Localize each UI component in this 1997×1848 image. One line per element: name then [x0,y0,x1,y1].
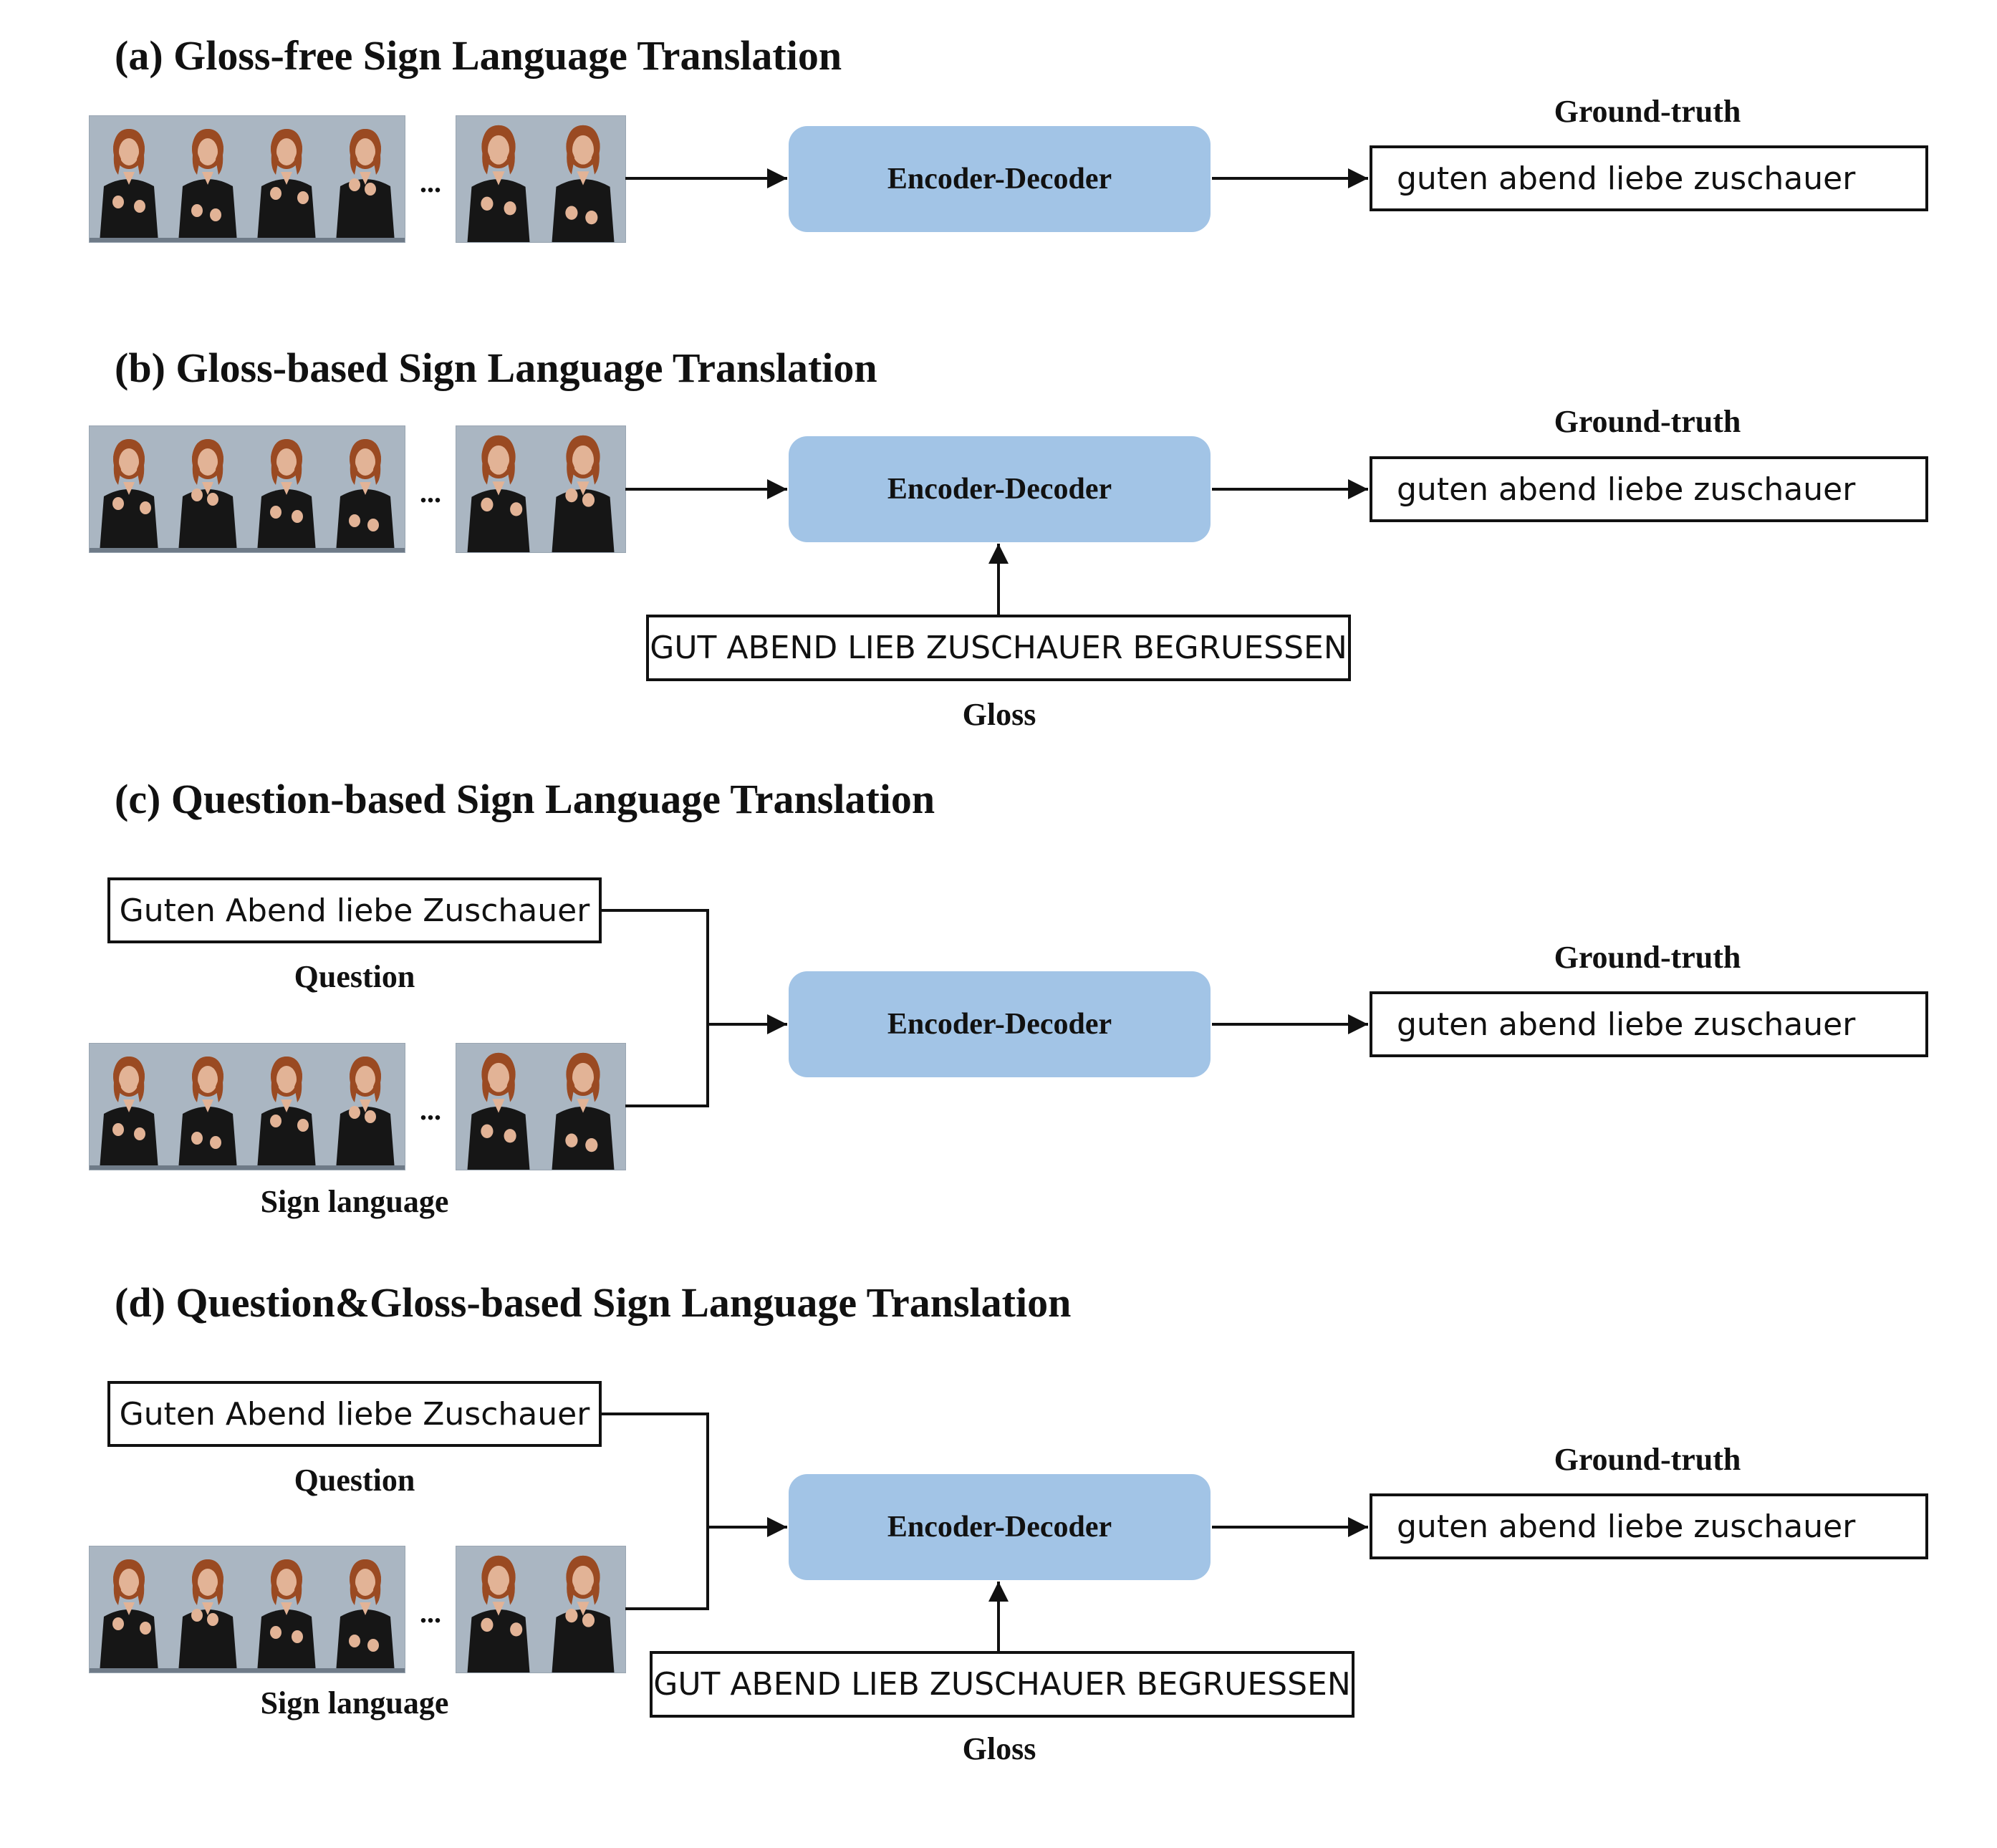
signer-figure [247,1044,326,1170]
sign-language-label: Sign language [260,1685,449,1721]
signer-figure [90,426,168,552]
signer-figure [247,426,326,552]
panel-b-video-frames: ... [89,425,626,553]
frame-strip-main [89,115,405,243]
signer-figure [90,1044,168,1170]
signer-frame [456,1044,541,1170]
signer-figure [326,1546,405,1673]
signer-figure [456,1044,541,1170]
signer-frame [247,116,326,242]
signer-frame [456,116,541,242]
signer-figure [90,116,168,242]
signer-frame [541,426,625,552]
gloss-box: GUT ABEND LIEB ZUSCHAUER BEGRUESSEN [646,615,1351,681]
signer-frame [168,426,247,552]
signer-figure [168,116,247,242]
frame-strip-tail [456,115,626,243]
signer-frame [541,1044,625,1170]
frames-connector [625,1527,709,1610]
signer-figure [168,426,247,552]
signer-frame [541,1546,625,1673]
signer-figure [541,1044,625,1170]
signer-figure [456,426,541,552]
signer-frame [456,426,541,552]
ground-truth-box: guten abend liebe zuschauer [1370,991,1928,1057]
frames-connector [625,1024,709,1107]
frame-strip-tail [456,1546,626,1673]
signer-frame [90,116,168,242]
signer-figure [541,116,625,242]
signer-frame [326,116,405,242]
signer-frame [90,426,168,552]
question-connector [602,909,709,1106]
frames-ellipsis: ... [420,1094,441,1126]
panel-a-title: (a) Gloss-free Sign Language Translation [115,32,842,79]
gloss-label: Gloss [962,697,1036,732]
question-box: Guten Abend liebe Zuschauer [107,877,602,943]
signer-figure [90,1546,168,1673]
signer-figure [456,116,541,242]
question-label: Question [294,1463,415,1498]
signer-frame [326,1546,405,1673]
signer-figure [326,116,405,242]
signer-frame [326,1044,405,1170]
encoder-decoder-box: Encoder-Decoder [789,436,1211,542]
signer-figure [326,1044,405,1170]
frames-ellipsis: ... [420,166,441,198]
ground-truth-label: Ground-truth [1554,940,1741,975]
signer-figure [168,1044,247,1170]
signer-frame [247,1044,326,1170]
frame-strip-tail [456,425,626,553]
signer-frame [168,1044,247,1170]
ground-truth-label: Ground-truth [1554,404,1741,439]
signer-frame [90,1546,168,1673]
panel-b-title: (b) Gloss-based Sign Language Translatio… [115,345,877,391]
ground-truth-box: guten abend liebe zuschauer [1370,145,1928,211]
question-connector [602,1413,709,1609]
panel-a-video-frames: ... [89,115,626,243]
signer-figure [168,1546,247,1673]
question-box: Guten Abend liebe Zuschauer [107,1381,602,1447]
signer-figure [247,116,326,242]
ground-truth-label: Ground-truth [1554,1442,1741,1477]
signer-figure [456,1546,541,1673]
panel-d-video-frames: ... [89,1546,626,1673]
encoder-decoder-box: Encoder-Decoder [789,971,1211,1077]
frame-strip-main [89,425,405,553]
gloss-box: GUT ABEND LIEB ZUSCHAUER BEGRUESSEN [650,1651,1354,1718]
panel-c-video-frames: ... [89,1043,626,1170]
frames-ellipsis: ... [420,476,441,509]
signer-frame [247,426,326,552]
encoder-decoder-box: Encoder-Decoder [789,1474,1211,1580]
signer-frame [168,1546,247,1673]
panel-d-title: (d) Question&Gloss-based Sign Language T… [115,1279,1072,1326]
signer-frame [326,426,405,552]
signer-frame [168,116,247,242]
panel-c-title: (c) Question-based Sign Language Transla… [115,776,935,822]
signer-frame [247,1546,326,1673]
ground-truth-label: Ground-truth [1554,94,1741,129]
frame-strip-main [89,1546,405,1673]
frames-ellipsis: ... [420,1597,441,1629]
sign-language-label: Sign language [260,1184,449,1219]
signer-figure [541,1546,625,1673]
signer-frame [456,1546,541,1673]
signer-figure [247,1546,326,1673]
ground-truth-box: guten abend liebe zuschauer [1370,456,1928,522]
frame-strip-main [89,1043,405,1170]
encoder-decoder-box: Encoder-Decoder [789,126,1211,232]
ground-truth-box: guten abend liebe zuschauer [1370,1493,1928,1559]
signer-figure [541,426,625,552]
question-label: Question [294,959,415,994]
gloss-label: Gloss [962,1731,1036,1766]
signer-frame [90,1044,168,1170]
signer-figure [326,426,405,552]
signer-frame [541,116,625,242]
